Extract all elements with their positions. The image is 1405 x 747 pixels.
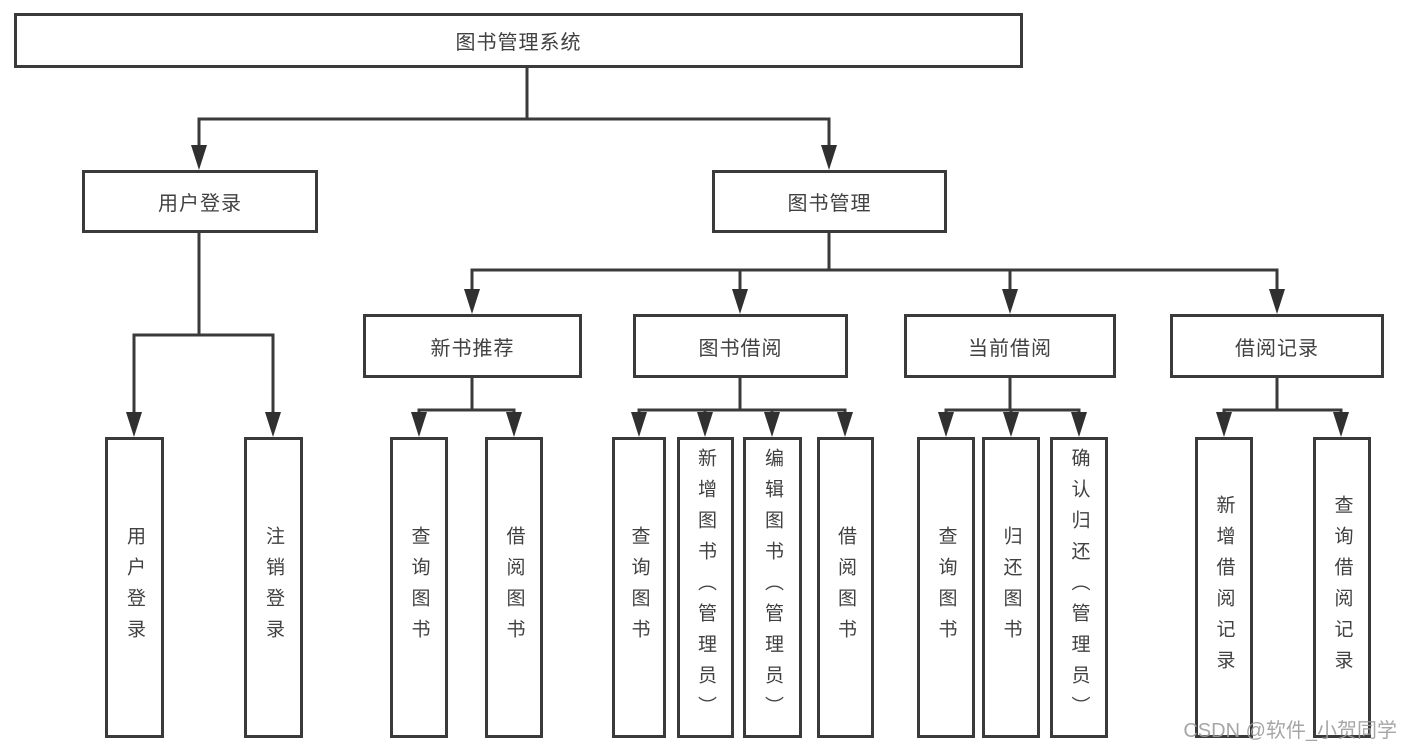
leaf-br-add-record-label: 新增借阅记录 bbox=[1213, 494, 1235, 681]
leaf-bb-query-books: 查询图书 bbox=[612, 437, 666, 738]
node-new-book-recommendation: 新书推荐 bbox=[363, 314, 582, 378]
leaf-bb-query-books-label: 查询图书 bbox=[628, 525, 650, 650]
leaf-br-add-record: 新增借阅记录 bbox=[1195, 437, 1253, 738]
leaf-user-login: 用户登录 bbox=[105, 437, 164, 738]
leaf-cb-return-books-label: 归还图书 bbox=[1000, 525, 1022, 650]
leaf-cb-query-books-label: 查询图书 bbox=[935, 525, 957, 650]
node-current-borrowing-label: 当前借阅 bbox=[968, 337, 1052, 360]
node-book-management-label: 图书管理 bbox=[787, 193, 872, 215]
node-borrowing-records-label: 借阅记录 bbox=[1235, 337, 1319, 360]
leaf-cb-return-books: 归还图书 bbox=[982, 437, 1040, 738]
node-book-management: 图书管理 bbox=[712, 170, 947, 233]
leaf-cb-query-books: 查询图书 bbox=[917, 437, 975, 738]
node-user-login: 用户登录 bbox=[82, 170, 318, 233]
node-current-borrowing: 当前借阅 bbox=[904, 314, 1116, 378]
tree-rails bbox=[132, 66, 1343, 412]
leaf-bb-borrow-books-label: 借阅图书 bbox=[835, 525, 856, 650]
leaf-nbr-borrow-books: 借阅图书 bbox=[485, 437, 543, 738]
leaf-bb-add-books-admin: 新增图书（管理员） bbox=[677, 437, 734, 738]
leaf-logout-label: 注销登录 bbox=[263, 525, 284, 650]
leaf-nbr-query-books-label: 查询图书 bbox=[408, 525, 430, 650]
leaf-user-login-label: 用户登录 bbox=[124, 525, 145, 650]
node-borrowing-records: 借阅记录 bbox=[1170, 314, 1384, 378]
leaf-cb-confirm-return-admin-label: 确认归还（管理员） bbox=[1068, 448, 1090, 727]
leaf-bb-borrow-books: 借阅图书 bbox=[817, 437, 874, 738]
leaf-br-query-record-label: 查询借阅记录 bbox=[1331, 494, 1353, 681]
csdn-watermark: CSDN @软件_小贺同学 bbox=[1183, 720, 1397, 742]
leaf-nbr-borrow-books-label: 借阅图书 bbox=[503, 525, 525, 650]
node-user-login-label: 用户登录 bbox=[158, 193, 242, 215]
leaf-cb-confirm-return-admin: 确认归还（管理员） bbox=[1050, 437, 1108, 738]
node-root-system: 图书管理系统 bbox=[14, 13, 1023, 68]
leaf-br-query-record: 查询借阅记录 bbox=[1313, 437, 1371, 738]
leaf-bb-add-books-admin-label: 新增图书（管理员） bbox=[695, 448, 716, 727]
node-new-book-recommendation-label: 新书推荐 bbox=[430, 337, 515, 360]
leaf-bb-edit-books-admin: 编辑图书（管理员） bbox=[743, 437, 802, 738]
leaf-bb-edit-books-admin-label: 编辑图书（管理员） bbox=[762, 448, 783, 727]
arrowheads bbox=[126, 145, 1349, 437]
leaf-nbr-query-books: 查询图书 bbox=[390, 437, 448, 738]
node-root-system-label: 图书管理系统 bbox=[455, 32, 582, 54]
node-book-borrowing: 图书借阅 bbox=[633, 314, 848, 378]
leaf-logout: 注销登录 bbox=[244, 437, 303, 738]
node-book-borrowing-label: 图书借阅 bbox=[698, 337, 783, 360]
